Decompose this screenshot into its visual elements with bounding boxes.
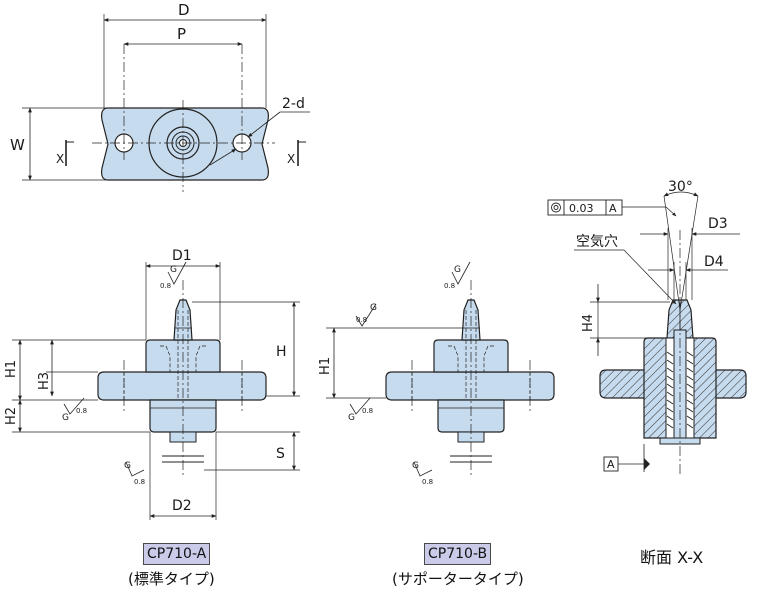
view-b-flange — [385, 371, 555, 401]
dim-d4-label: D4 — [704, 254, 724, 270]
dim-p-label: P — [177, 25, 186, 43]
svg-text:G: G — [348, 413, 355, 423]
view-b-dim-h1-label: H1 — [318, 357, 333, 375]
type-label-b: (サポータータイプ) — [392, 570, 524, 588]
svg-text:X: X — [287, 152, 295, 166]
dim-h-label: H — [276, 344, 287, 360]
model-label-b: CP710-B — [424, 543, 492, 565]
dim-h2-label: H2 — [4, 407, 19, 425]
svg-text:G: G — [124, 461, 131, 471]
dim-d3-label: D3 — [708, 216, 728, 232]
svg-text:0.8: 0.8 — [362, 407, 373, 415]
svg-text:A: A — [609, 202, 617, 215]
view-b: H1 G 0.8 G 0.8 G 0.8 G 0.8 — [318, 261, 555, 486]
dim-s-label: S — [276, 446, 285, 462]
dim-2d-label: 2-d — [282, 96, 305, 112]
svg-text:G: G — [412, 461, 419, 471]
model-label-a: CP710-A — [143, 543, 211, 565]
section-spring — [666, 351, 694, 429]
concentricity-icon — [551, 202, 561, 213]
dim-d1-label: D1 — [172, 248, 192, 264]
svg-text:0.8: 0.8 — [134, 478, 145, 486]
dim-h3-label: H3 — [37, 372, 52, 390]
air-hole-label: 空気穴 — [576, 234, 618, 250]
dim-d-label: D — [178, 1, 190, 19]
view-b-finish-mark-top: G 0.8 — [444, 261, 471, 290]
section-view: 30° D3 D4 H4 空気穴 0.03 A — [547, 179, 747, 475]
svg-text:0.8: 0.8 — [160, 282, 171, 290]
concentricity-tolerance-frame: 0.03 A — [547, 199, 677, 217]
section-marker-right: X — [287, 140, 306, 166]
svg-text:0.8: 0.8 — [444, 282, 455, 290]
dim-w-label: W — [10, 136, 25, 154]
view-a: D1 D2 H S H1 H2 H3 G 0.8 — [4, 248, 300, 520]
view-a-flange — [97, 371, 267, 401]
svg-text:0.8: 0.8 — [356, 316, 367, 324]
finish-mark-bottom: G 0.8 — [124, 461, 145, 486]
svg-text:G: G — [370, 303, 377, 313]
view-b-finish-mark-bottom: G 0.8 — [412, 461, 433, 486]
section-title: 断面 X-X — [640, 548, 704, 567]
dim-h1-label: H1 — [4, 360, 19, 378]
svg-text:0.03: 0.03 — [569, 202, 594, 215]
dim-h4-label: H4 — [581, 314, 596, 332]
dim-d2-label: D2 — [172, 498, 192, 514]
angle-label: 30° — [668, 179, 693, 195]
section-marker-left: X — [56, 140, 74, 166]
datum-a-tag: A — [603, 444, 650, 472]
view-b-finish-mark-side: G 0.8 — [355, 303, 377, 327]
svg-text:G: G — [62, 413, 69, 423]
top-view: D P W 2-d X X — [10, 1, 310, 192]
svg-text:G: G — [170, 265, 177, 275]
view-b-finish-mark-flange: G 0.8 — [348, 397, 373, 423]
svg-text:A: A — [607, 458, 615, 471]
svg-text:G: G — [454, 265, 461, 275]
svg-text:0.8: 0.8 — [76, 407, 87, 415]
svg-text:X: X — [56, 152, 64, 166]
type-label-a: (標準タイプ) — [128, 570, 215, 588]
finish-mark-flange: G 0.8 — [62, 397, 87, 423]
finish-mark-top: G 0.8 — [160, 261, 187, 290]
svg-text:0.8: 0.8 — [422, 478, 433, 486]
